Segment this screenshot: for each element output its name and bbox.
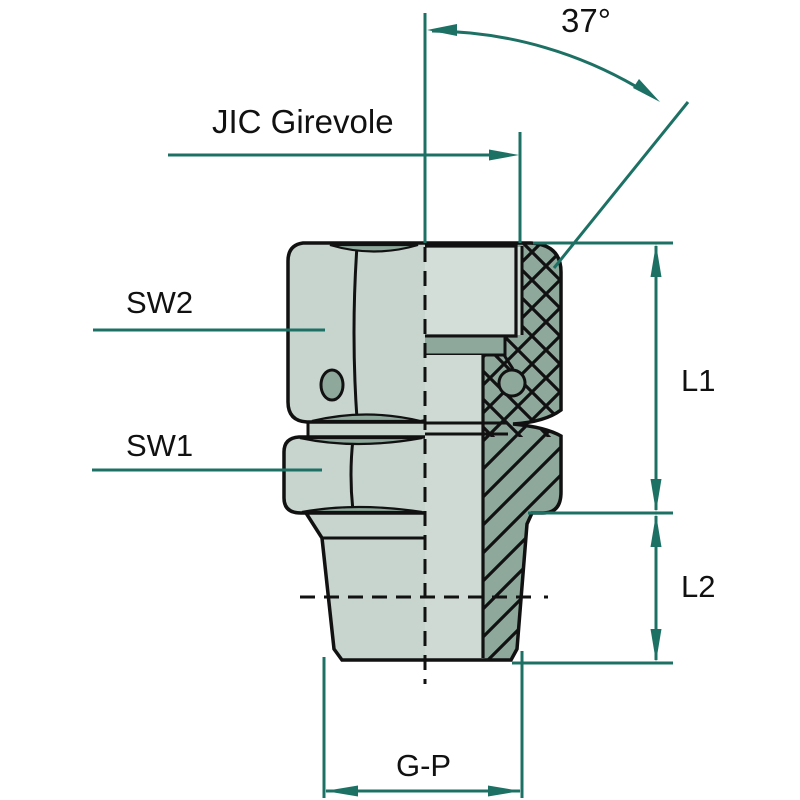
labels: 37° JIC Girevole SW2 SW1 L1 L2 G-P [126, 2, 715, 783]
lower-nut-outline [282, 435, 425, 515]
gp-arrowhead-right [488, 785, 521, 797]
fitting-body [282, 241, 513, 662]
upper-nut-top-chamfer [329, 243, 419, 253]
l2-label: L2 [681, 569, 715, 604]
lower-nut-fill [284, 437, 425, 513]
dimple-hole [319, 368, 345, 402]
lower-nut-top-chamfer [299, 436, 423, 446]
jic-cavity [425, 246, 516, 336]
sw2-label: SW2 [126, 285, 193, 320]
cavity-bottom-band [425, 336, 505, 355]
gp-arrowhead-left [325, 785, 358, 797]
sw1-label: SW1 [126, 428, 193, 463]
fitting-section [425, 241, 563, 662]
flare-seat-line [552, 101, 690, 269]
retaining-ball [497, 368, 527, 398]
angle-label: 37° [561, 2, 611, 39]
l2-arrowhead-down [650, 629, 662, 662]
seat-chamfer-line [502, 354, 515, 370]
gp-label: G-P [396, 748, 451, 783]
centerlines [300, 247, 548, 684]
dimension-lines [92, 13, 690, 798]
angle-arc [431, 29, 651, 97]
l1-arrowhead-down [650, 479, 662, 512]
lower-nut-facet-line [349, 438, 355, 512]
dimension-arrowheads [325, 24, 662, 797]
upper-nut-bottom-chamfer [311, 413, 421, 423]
angle-arc-arrowhead-right [633, 79, 660, 102]
upper-nut-facet-line [352, 245, 359, 420]
bore [425, 355, 483, 660]
thread-type-label: JIC Girevole [212, 103, 394, 140]
l1-arrowhead-up [650, 244, 662, 277]
lower-nut-bottom-chamfer [301, 505, 423, 514]
jic-cavity-strip [516, 247, 522, 335]
thread-fill [306, 513, 425, 660]
l2-arrowhead-up [650, 514, 662, 547]
l1-label: L1 [681, 363, 715, 398]
angle-arc-arrowhead-left [427, 24, 457, 36]
jic-arrowhead [489, 149, 519, 161]
